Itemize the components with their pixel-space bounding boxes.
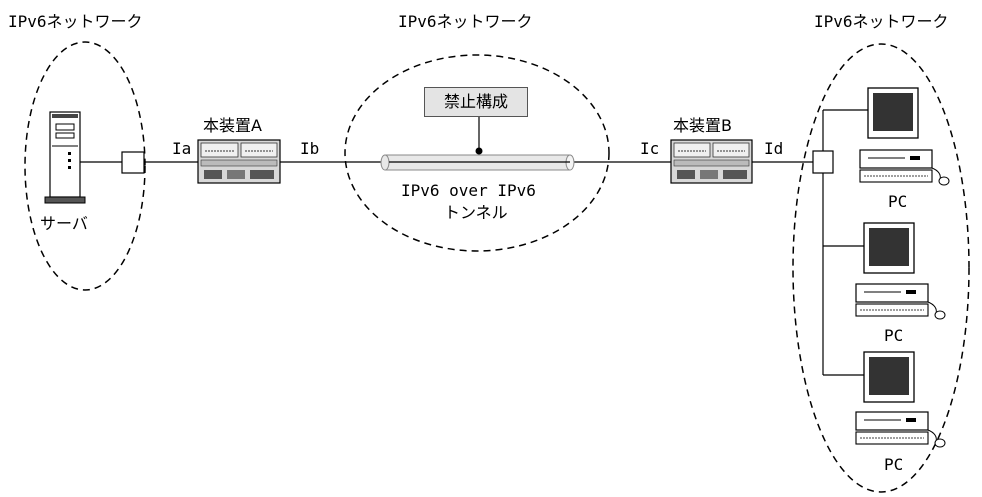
pc-icon-1 — [859, 87, 950, 186]
interface-ib-label: Ib — [300, 139, 320, 158]
tunnel-label-line2: トンネル — [444, 203, 508, 222]
pc-icon-2 — [855, 222, 946, 320]
device-b-label: 本装置B — [673, 116, 732, 135]
pc-label-3: PC — [884, 455, 904, 474]
prohibited-config-box: 禁止構成 — [424, 87, 528, 117]
server-label: サーバ — [40, 214, 88, 233]
interface-id-label: Id — [764, 139, 784, 158]
network-label-center: IPv6ネットワーク — [398, 12, 533, 31]
network-label-right: IPv6ネットワーク — [814, 12, 949, 31]
network-ellipse-left — [24, 41, 146, 291]
server-icon — [44, 111, 86, 204]
pc-icon-3 — [855, 351, 946, 448]
switch-right — [812, 150, 834, 174]
prohibited-dot — [475, 147, 483, 155]
device-a-label: 本装置A — [203, 116, 262, 135]
tunnel-label-line1: IPv6 over IPv6 — [401, 181, 536, 200]
device-a-icon — [197, 139, 281, 184]
switch-left — [121, 151, 145, 174]
interface-ia-label: Ia — [172, 139, 192, 158]
network-label-left: IPv6ネットワーク — [8, 12, 143, 31]
interface-ic-label: Ic — [640, 139, 660, 158]
pc-label-2: PC — [884, 326, 904, 345]
network-ellipse-center — [344, 54, 610, 252]
device-b-icon — [670, 139, 753, 184]
network-ellipse-right — [792, 43, 970, 493]
pc-label-1: PC — [888, 192, 908, 211]
